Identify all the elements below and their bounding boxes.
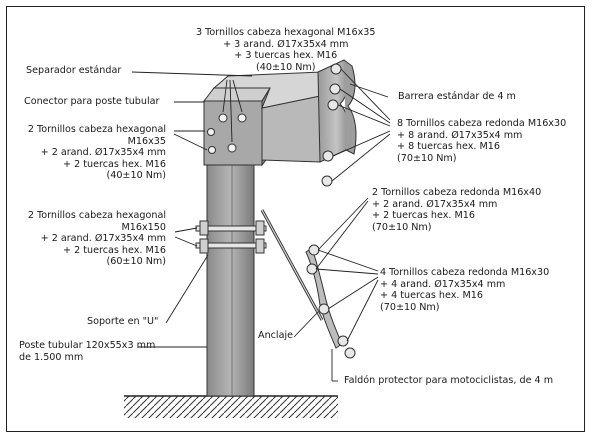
anchor-bar (260, 209, 324, 321)
barrier-label: Barrera estándar de 4 m (398, 91, 516, 102)
ground-hatch (124, 395, 338, 418)
standard-barrier (317, 59, 357, 163)
tubular-post (206, 159, 255, 397)
top-bolts-label: 3 Tornillos cabeza hexagonal M16x35 + 3 … (196, 27, 376, 73)
u-support (195, 220, 267, 254)
post-label: Poste tubular 120x55x3 mm de 1.500 mm (19, 340, 156, 363)
left-bolts-m16x150-label: 2 Tornillos cabeza hexagonal M16x150 + 2… (27, 210, 166, 268)
skirt-label: Faldón protector para motociclistas, de … (344, 375, 554, 386)
left-bolts-m16x35-label: 2 Tornillos cabeza hexagonal M16x35 + 2 … (27, 124, 166, 182)
spacer-label: Separador estándar (26, 65, 122, 76)
round-bolts-4-label: 4 Tornillos cabeza redonda M16x30 + 4 ar… (380, 267, 550, 313)
round-bolts-2-label: 2 Tornillos cabeza redonda M16x40 + 2 ar… (372, 187, 542, 233)
leader-lines (131, 68, 391, 382)
hex-bolt-icons (207, 113, 247, 154)
anchor-label: Anclaje (258, 330, 294, 341)
u-support-label: Soporte en "U" (87, 316, 159, 327)
connector-label: Conector para poste tubular (24, 96, 160, 107)
round-bolts-8-label: 8 Tornillos cabeza redonda M16x30 + 8 ar… (397, 118, 567, 164)
